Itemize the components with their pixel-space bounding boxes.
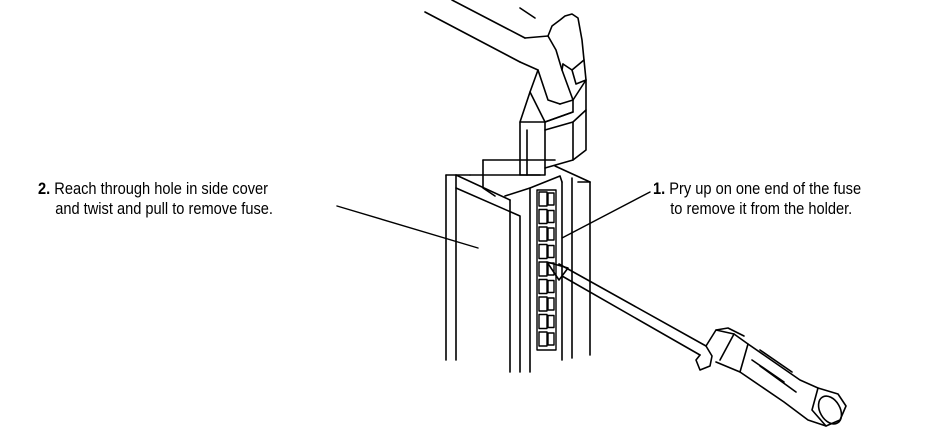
callout-1-number: 1. (653, 179, 666, 198)
terminal-block (539, 297, 547, 311)
callout-2: 2. Reach through hole in side cover and … (38, 179, 273, 219)
leader-lines (337, 192, 650, 248)
terminal-block (539, 280, 547, 294)
terminal-block (539, 227, 547, 241)
terminal-block (539, 262, 547, 276)
leader-line-1 (562, 192, 650, 238)
callout-2-number: 2. (38, 179, 51, 198)
terminal-screw (548, 316, 554, 328)
terminal-block (539, 192, 547, 206)
module-side-cover (446, 160, 590, 372)
callout-2-text-line-2: and twist and pull to remove fuse. (55, 199, 273, 218)
top-housing (425, 0, 586, 175)
callout-1-text-line-1: Pry up on one end of the fuse (669, 179, 862, 198)
terminal-screw (548, 193, 554, 205)
screwdriver (547, 262, 846, 428)
callout-1-text-line-2: to remove it from the holder. (670, 199, 853, 218)
terminal-screw (548, 298, 554, 310)
terminal-strip (537, 190, 556, 350)
terminal-block (539, 315, 547, 329)
callout-2-text-line-1: Reach through hole in side cover (54, 179, 269, 198)
terminal-block (539, 210, 547, 224)
callout-1-line-1: 1. Pry up on one end of the fuse (653, 179, 861, 199)
callout-2-line-1: 2. Reach through hole in side cover (38, 179, 273, 199)
terminal-screw (548, 281, 554, 293)
terminal-screw (548, 228, 554, 240)
terminal-screw (548, 211, 554, 223)
leader-line-2 (337, 206, 478, 248)
terminal-screw (548, 246, 554, 258)
terminal-block (539, 332, 547, 346)
terminal-block (539, 245, 547, 259)
terminal-screw (548, 333, 554, 345)
callout-1: 1. Pry up on one end of the fuse to remo… (653, 179, 861, 219)
